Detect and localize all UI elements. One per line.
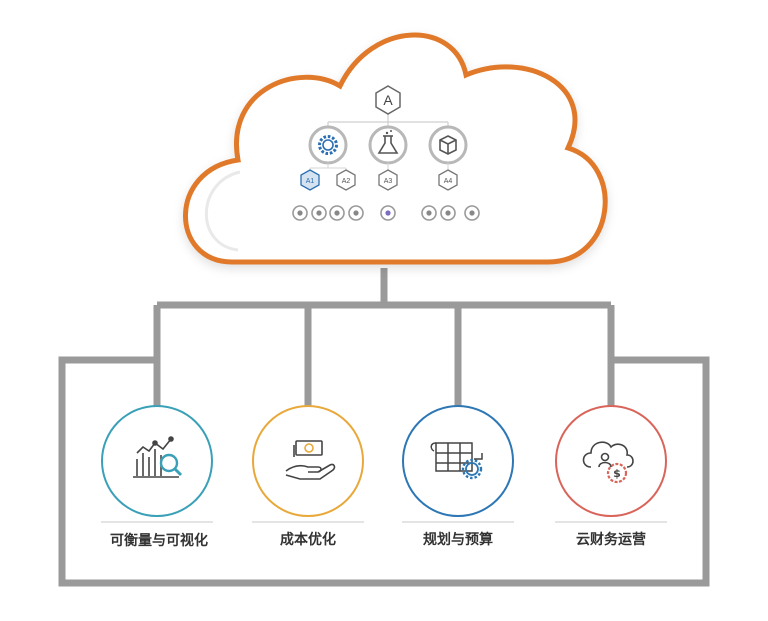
cloud-inner-shade (204, 170, 241, 252)
sub-node-a1-label: A1 (306, 178, 315, 185)
money-hand-icon (285, 440, 336, 480)
flask-icon (377, 130, 399, 154)
sub-node-a4-label: A4 (444, 178, 453, 185)
cloud-hierarchy: A A1 A2 (292, 85, 480, 221)
sub-node-a4-hex (438, 169, 458, 191)
sub-node-a2-label: A2 (342, 178, 351, 185)
sub-node-a2-hex (336, 169, 356, 191)
sub-node-a3-hex (378, 169, 398, 191)
category-3 (402, 405, 514, 517)
root-node-label: A (383, 92, 393, 108)
category-circle (402, 405, 514, 517)
connector-lines (58, 268, 710, 587)
cloud-dollar-gear-icon: $ (582, 441, 634, 484)
gear-icon (318, 135, 338, 155)
category-circle (101, 405, 213, 517)
category-circle (252, 405, 364, 517)
category-circle (555, 405, 667, 517)
category-4: $ (555, 405, 667, 517)
category-label-measurable-visualization: 可衡量与可视化 (110, 532, 208, 549)
root-node-hex (375, 85, 401, 115)
analytics-chart-magnifier-icon (133, 436, 183, 478)
category-label-cost-optimization: 成本优化 (280, 531, 336, 548)
outer-frame (58, 356, 710, 587)
sub-node-a1-hex (300, 169, 320, 191)
category-label-cloud-finops: 云财务运营 (576, 531, 646, 548)
sub-node-a3-label: A3 (384, 178, 393, 185)
svg-text:$: $ (613, 467, 621, 480)
blueprint-gear-icon (430, 442, 483, 480)
category-2 (252, 405, 364, 517)
category-label-planning-budget: 规划与预算 (423, 531, 493, 548)
category-1 (101, 405, 213, 517)
gear-node-circle (308, 125, 348, 165)
cube-icon (439, 135, 457, 155)
